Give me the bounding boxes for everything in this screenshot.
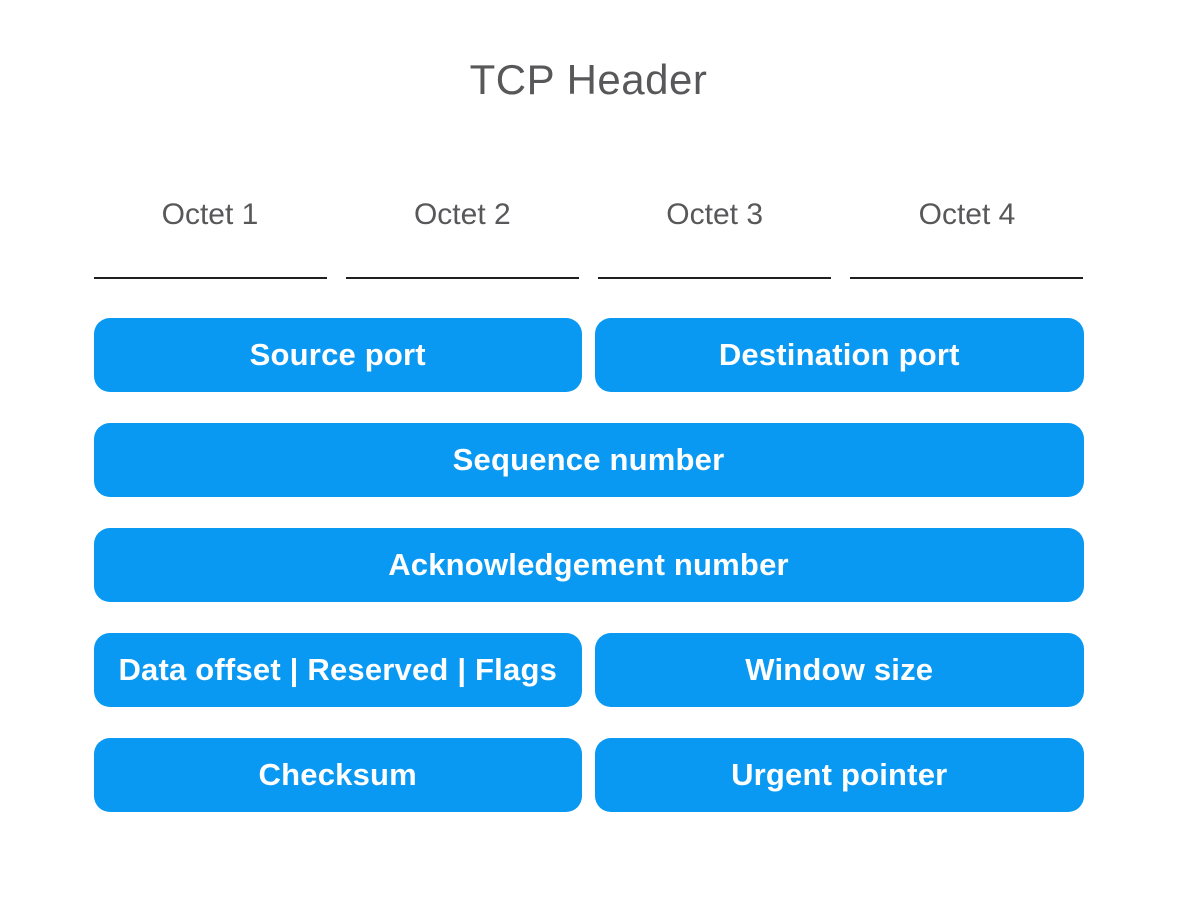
field-urgent-pointer-label: Urgent pointer bbox=[731, 757, 948, 792]
octet-1-label: Octet 1 bbox=[161, 198, 259, 231]
field-acknowledgement-number: Acknowledgement number bbox=[93, 528, 1084, 602]
octet-column-1: Octet 1 bbox=[93, 197, 327, 279]
field-row-5: Checksum Urgent pointer bbox=[93, 738, 1084, 812]
diagram-content: Octet 1 Octet 2 Octet 3 Octet 4 Source p… bbox=[93, 197, 1084, 812]
field-source-port: Source port bbox=[93, 318, 582, 392]
octet-3-label: Octet 3 bbox=[666, 198, 764, 231]
field-source-port-label: Source port bbox=[249, 337, 426, 372]
octet-column-2: Octet 2 bbox=[345, 197, 579, 279]
field-data-offset-reserved-flags: Data offset | Reserved | Flags bbox=[93, 633, 582, 707]
field-row-4: Data offset | Reserved | Flags Window si… bbox=[93, 633, 1084, 707]
field-window-size: Window size bbox=[595, 633, 1084, 707]
field-destination-port-label: Destination port bbox=[718, 337, 960, 372]
field-data-offset-reserved-flags-label: Data offset | Reserved | Flags bbox=[118, 652, 558, 687]
octet-column-4: Octet 4 bbox=[850, 197, 1084, 279]
field-row-3: Acknowledgement number bbox=[93, 528, 1084, 602]
field-window-size-label: Window size bbox=[745, 652, 934, 687]
field-row-2: Sequence number bbox=[93, 423, 1084, 497]
octet-3-underline bbox=[598, 277, 832, 279]
octet-4-underline bbox=[850, 277, 1084, 279]
field-acknowledgement-number-label: Acknowledgement number bbox=[388, 547, 789, 582]
field-sequence-number: Sequence number bbox=[93, 423, 1084, 497]
field-row-1: Source port Destination port bbox=[93, 318, 1084, 392]
octet-4-label: Octet 4 bbox=[918, 198, 1016, 231]
field-destination-port: Destination port bbox=[595, 318, 1084, 392]
field-urgent-pointer: Urgent pointer bbox=[595, 738, 1084, 812]
octet-2-underline bbox=[345, 277, 579, 279]
page-title: TCP Header bbox=[469, 56, 708, 103]
octet-2-label: Octet 2 bbox=[413, 198, 511, 231]
field-checksum: Checksum bbox=[93, 738, 582, 812]
field-grid: Source port Destination port Sequence nu… bbox=[93, 318, 1084, 812]
field-checksum-label: Checksum bbox=[258, 757, 417, 792]
field-sequence-number-label: Sequence number bbox=[452, 442, 725, 477]
octet-column-3: Octet 3 bbox=[598, 197, 832, 279]
octet-1-underline bbox=[93, 277, 327, 279]
octet-header-row: Octet 1 Octet 2 Octet 3 Octet 4 bbox=[93, 197, 1084, 279]
